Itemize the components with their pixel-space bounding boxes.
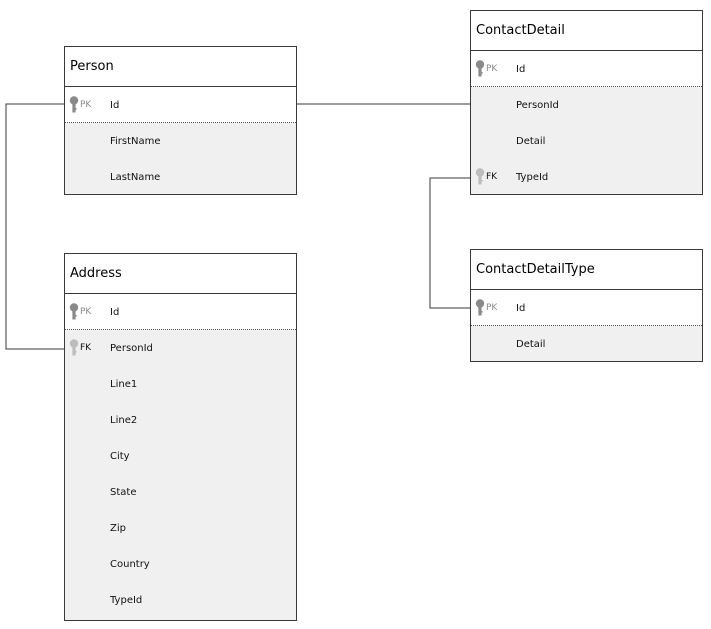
field-name: LastName bbox=[110, 171, 161, 183]
entity-title: ContactDetail bbox=[471, 11, 702, 51]
entity-address[interactable]: Address PK Id FK PersonId Line1 Line2 Ci… bbox=[64, 253, 297, 621]
entity-person[interactable]: Person PK Id FirstName LastName bbox=[64, 46, 297, 195]
field-name: Detail bbox=[516, 338, 546, 350]
key-tag: FK bbox=[80, 343, 92, 353]
field-row: PersonId bbox=[471, 87, 702, 123]
entity-title: Address bbox=[65, 254, 296, 294]
field-row: PK Id bbox=[471, 51, 702, 87]
relationship-contactdetail-contactdetailtype bbox=[429, 177, 470, 309]
key-tag: PK bbox=[486, 64, 498, 74]
field-name: Zip bbox=[110, 522, 126, 534]
key-tag: FK bbox=[486, 172, 498, 182]
field-name: Line2 bbox=[110, 414, 138, 426]
entity-title: Person bbox=[65, 47, 296, 87]
field-row: PK Id bbox=[65, 87, 296, 123]
entity-title: ContactDetailType bbox=[471, 250, 702, 290]
field-row: FirstName bbox=[65, 123, 296, 159]
field-row: Zip bbox=[65, 510, 296, 546]
key-icon: PK bbox=[475, 51, 497, 87]
field-row: City bbox=[65, 438, 296, 474]
key-icon: PK bbox=[475, 290, 497, 326]
field-name: TypeId bbox=[516, 171, 549, 183]
field-name: Detail bbox=[516, 135, 546, 147]
field-row: Detail bbox=[471, 123, 702, 159]
entity-contact-detail-type[interactable]: ContactDetailType PK Id Detail bbox=[470, 249, 703, 362]
field-name: PersonId bbox=[516, 99, 559, 111]
key-tag: PK bbox=[80, 307, 92, 317]
field-row: Detail bbox=[471, 326, 702, 362]
field-name: Id bbox=[110, 99, 120, 111]
field-row: Country bbox=[65, 546, 296, 582]
field-name: Country bbox=[110, 558, 150, 570]
field-row: TypeId bbox=[65, 582, 296, 618]
field-row: PK Id bbox=[65, 294, 296, 330]
key-tag: PK bbox=[486, 303, 498, 313]
key-icon: FK bbox=[69, 330, 91, 366]
field-row: Line1 bbox=[65, 366, 296, 402]
field-name: PersonId bbox=[110, 342, 153, 354]
field-row: FK TypeId bbox=[471, 159, 702, 195]
field-row: PK Id bbox=[471, 290, 702, 326]
field-row: Line2 bbox=[65, 402, 296, 438]
relationship-person-address bbox=[5, 103, 64, 350]
field-name: Line1 bbox=[110, 378, 138, 390]
field-row: State bbox=[65, 474, 296, 510]
field-row: FK PersonId bbox=[65, 330, 296, 366]
field-name: State bbox=[110, 486, 137, 498]
key-icon: PK bbox=[69, 87, 91, 123]
key-icon: PK bbox=[69, 294, 91, 330]
field-name: Id bbox=[516, 302, 526, 314]
field-name: City bbox=[110, 450, 130, 462]
entity-contact-detail[interactable]: ContactDetail PK Id PersonId Detail FK T… bbox=[470, 10, 703, 195]
key-tag: PK bbox=[80, 100, 92, 110]
field-name: FirstName bbox=[110, 135, 161, 147]
field-name: Id bbox=[516, 63, 526, 75]
field-name: Id bbox=[110, 306, 120, 318]
key-icon: FK bbox=[475, 159, 497, 195]
field-name: TypeId bbox=[110, 594, 143, 606]
field-row: LastName bbox=[65, 159, 296, 195]
